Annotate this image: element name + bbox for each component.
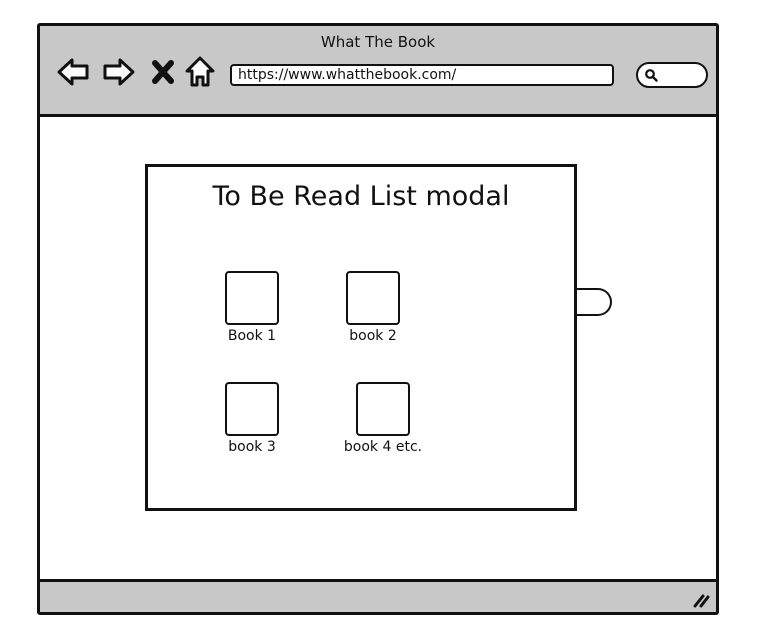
to-be-read-modal: To Be Read List modal Book 1 book 2 book… <box>145 164 577 511</box>
forward-button[interactable] <box>102 54 136 90</box>
search-button[interactable] <box>636 62 708 88</box>
book-cover[interactable] <box>225 382 279 436</box>
book-label: book 4 etc. <box>343 439 423 455</box>
book-item[interactable]: Book 1 <box>207 271 297 344</box>
close-icon <box>152 60 174 84</box>
book-label: book 2 <box>349 328 397 344</box>
search-icon <box>645 69 658 82</box>
window-title: What The Book <box>320 33 436 51</box>
status-bar <box>40 579 716 612</box>
url-input[interactable]: https://www.whatthebook.com/ <box>230 64 614 86</box>
browser-toolbar: What The Book https://www.whatthebook.co… <box>40 26 716 117</box>
book-cover[interactable] <box>225 271 279 325</box>
home-icon <box>185 56 215 87</box>
book-label: book 3 <box>228 439 276 455</box>
arrow-left-icon <box>57 58 89 86</box>
book-item[interactable]: book 4 etc. <box>338 382 428 455</box>
stop-button[interactable] <box>150 54 176 90</box>
book-cover[interactable] <box>346 271 400 325</box>
book-item[interactable]: book 2 <box>328 271 418 344</box>
modal-title: To Be Read List modal <box>212 181 510 212</box>
book-cover[interactable] <box>356 382 410 436</box>
arrow-right-icon <box>103 58 135 86</box>
modal-side-tab[interactable] <box>577 288 612 316</box>
book-label: Book 1 <box>227 328 277 344</box>
book-item[interactable]: book 3 <box>207 382 297 455</box>
home-button[interactable] <box>184 54 216 90</box>
resize-grip-icon[interactable] <box>692 592 710 608</box>
page-content: To Be Read List modal Book 1 book 2 book… <box>40 117 716 579</box>
browser-window: What The Book https://www.whatthebook.co… <box>37 23 719 615</box>
back-button[interactable] <box>56 54 90 90</box>
